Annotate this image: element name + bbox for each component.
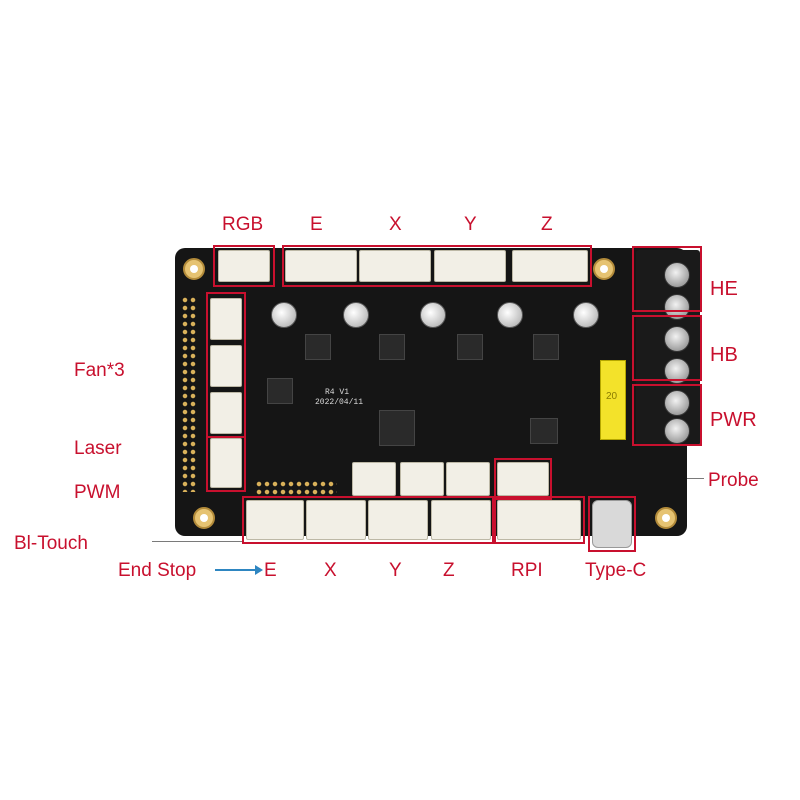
- rgb-connector: [218, 250, 270, 282]
- label-pwm: PWM: [74, 482, 121, 503]
- capacitor: [420, 302, 446, 328]
- mounting-hole: [183, 258, 205, 280]
- probe-connector: [497, 462, 549, 496]
- endstop-x-connector: [368, 500, 428, 540]
- terminal-screw: [664, 262, 690, 288]
- silk-version: R4 V1: [325, 388, 350, 397]
- probe-box: [494, 458, 552, 500]
- bltouch-connector: [246, 500, 304, 540]
- mounting-hole: [593, 258, 615, 280]
- label-probe: Probe: [708, 470, 759, 491]
- thermistor-connector-t1: [400, 462, 444, 496]
- label-hb: HB: [710, 344, 738, 366]
- label-typec: Type-C: [585, 560, 647, 581]
- label-z-bottom: Z: [443, 560, 455, 581]
- endstop-e-connector: [306, 500, 366, 540]
- label-e-top: E: [310, 214, 323, 235]
- silk-date: 2022/04/11: [315, 398, 364, 407]
- terminal-screw: [664, 326, 690, 352]
- label-laser: Laser: [74, 438, 122, 459]
- fan-box: [206, 292, 246, 438]
- capacitor: [343, 302, 369, 328]
- typec-box: [588, 496, 636, 552]
- blade-fuse: 20: [600, 360, 626, 440]
- hb-box: [632, 315, 702, 381]
- label-rpi: RPI: [511, 560, 543, 581]
- laser-pwm-connector: [210, 438, 242, 488]
- fuse-rating: 20: [606, 391, 618, 402]
- label-pwr: PWR: [710, 409, 757, 431]
- mounting-hole: [193, 507, 215, 529]
- stepper-driver-chip: [457, 334, 483, 360]
- label-e-bottom: E: [264, 560, 277, 581]
- swd-header: [255, 480, 337, 496]
- pwr-box: [632, 384, 702, 446]
- thermistor-connector-t2: [446, 462, 490, 496]
- rpi-box: [494, 496, 585, 544]
- terminal-screw: [664, 418, 690, 444]
- motor-top-box: [282, 245, 592, 287]
- capacitor: [573, 302, 599, 328]
- z-motor-connector: [512, 250, 588, 282]
- label-x-top: X: [389, 214, 402, 235]
- label-rgb: RGB: [222, 214, 264, 235]
- leader-bltouch: [152, 541, 242, 542]
- capacitor: [497, 302, 523, 328]
- stepper-driver-chip: [533, 334, 559, 360]
- rpi-connector: [497, 500, 581, 540]
- label-y-top: Y: [464, 214, 477, 235]
- label-fan: Fan*3: [74, 360, 125, 381]
- terminal-screw: [664, 390, 690, 416]
- label-y-bottom: Y: [389, 560, 402, 581]
- stepper-driver-chip: [305, 334, 331, 360]
- x-motor-connector: [359, 250, 431, 282]
- laser-pwm-box: [206, 436, 246, 492]
- stepper-driver-chip: [379, 334, 405, 360]
- inductor-6r8: [530, 418, 558, 444]
- mcu-chip: [379, 410, 415, 446]
- capacitor: [271, 302, 297, 328]
- usb-type-c-port: [592, 500, 632, 548]
- y-motor-connector: [434, 250, 506, 282]
- label-z-top: Z: [541, 214, 553, 235]
- fan-connector-1: [210, 298, 242, 340]
- label-x-bottom: X: [324, 560, 337, 581]
- endstop-box: [242, 496, 494, 544]
- he-box: [632, 246, 702, 312]
- label-he: HE: [710, 278, 738, 300]
- endstop-arrow: [215, 565, 263, 575]
- inductor: [267, 378, 293, 404]
- gpio-header: [181, 296, 197, 492]
- endstop-y-connector: [431, 500, 491, 540]
- thermistor-connector-t0: [352, 462, 396, 496]
- rgb-box: [213, 245, 275, 287]
- mounting-hole: [655, 507, 677, 529]
- label-bltouch: Bl-Touch: [14, 533, 88, 554]
- fan-connector-3: [210, 392, 242, 434]
- fan-connector-2: [210, 345, 242, 387]
- label-endstop: End Stop: [118, 560, 197, 581]
- e-motor-connector: [285, 250, 357, 282]
